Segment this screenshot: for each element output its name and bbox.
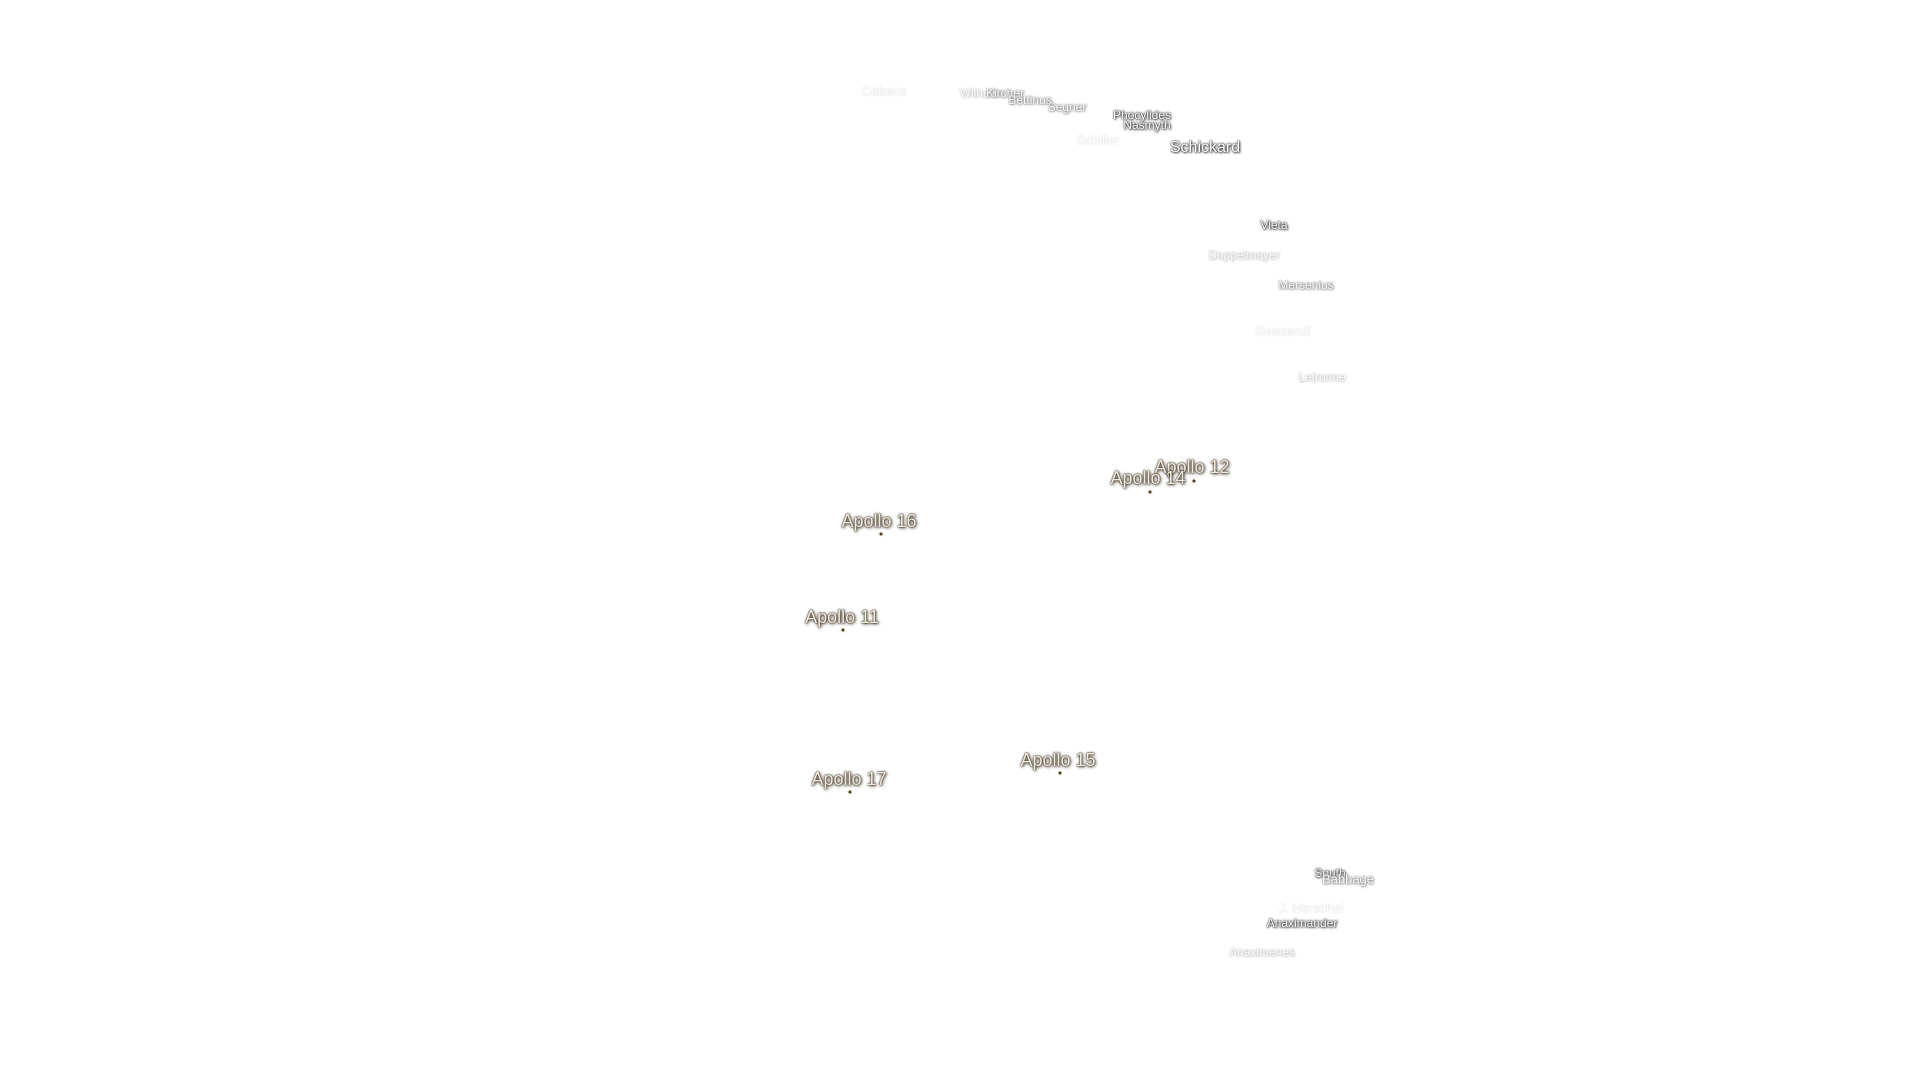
feature-label-letronne: Letronne	[1298, 370, 1346, 384]
apollo-16-label[interactable]: Apollo 16	[841, 511, 917, 531]
apollo-17-site-marker[interactable]	[848, 790, 852, 794]
feature-label-anaximander: Anaximander	[1266, 916, 1338, 930]
feature-label-schickard: Schickard	[1169, 139, 1241, 156]
apollo-12-label[interactable]: Apollo 12	[1154, 457, 1230, 477]
feature-label-cabeus: Cabeus	[861, 83, 907, 99]
apollo-16-site-marker[interactable]	[879, 532, 883, 536]
feature-label-bettinus: Bettinus	[1008, 93, 1052, 107]
apollo-17-label[interactable]: Apollo 17	[811, 769, 887, 789]
apollo-15-label[interactable]: Apollo 15	[1020, 750, 1096, 770]
apollo-11-site-marker[interactable]	[841, 628, 845, 632]
apollo-15-site-marker[interactable]	[1058, 771, 1062, 775]
feature-label-schiller: Schiller	[1076, 132, 1120, 148]
feature-label-nasmyth: Nasmyth	[1123, 118, 1171, 132]
feature-label-j-herschel: J. Herschel	[1278, 900, 1344, 916]
feature-label-wilhelm: Wilhelm	[959, 86, 1003, 100]
feature-label-babbage: Babbage	[1321, 871, 1375, 887]
apollo-11-label[interactable]: Apollo 11	[805, 607, 879, 627]
feature-label-phocylides: Phocylides	[1112, 108, 1172, 122]
feature-label-anaximenes: Anaximenes	[1228, 945, 1296, 959]
feature-label-doppelmayer: Doppelmayer	[1208, 248, 1280, 262]
feature-label-south: South	[1314, 866, 1346, 880]
apollo-12-site-marker[interactable]	[1192, 479, 1196, 483]
feature-label-kircher: Kircher	[985, 86, 1025, 100]
feature-label-mersenius: Mersenius	[1278, 278, 1334, 292]
feature-label-vieta: Vieta	[1260, 218, 1288, 232]
apollo-14-label[interactable]: Apollo 14	[1110, 468, 1186, 488]
feature-label-segner: Segner	[1047, 100, 1087, 114]
apollo-14-site-marker[interactable]	[1148, 490, 1152, 494]
feature-label-gassendi: Gassendi	[1255, 323, 1311, 339]
